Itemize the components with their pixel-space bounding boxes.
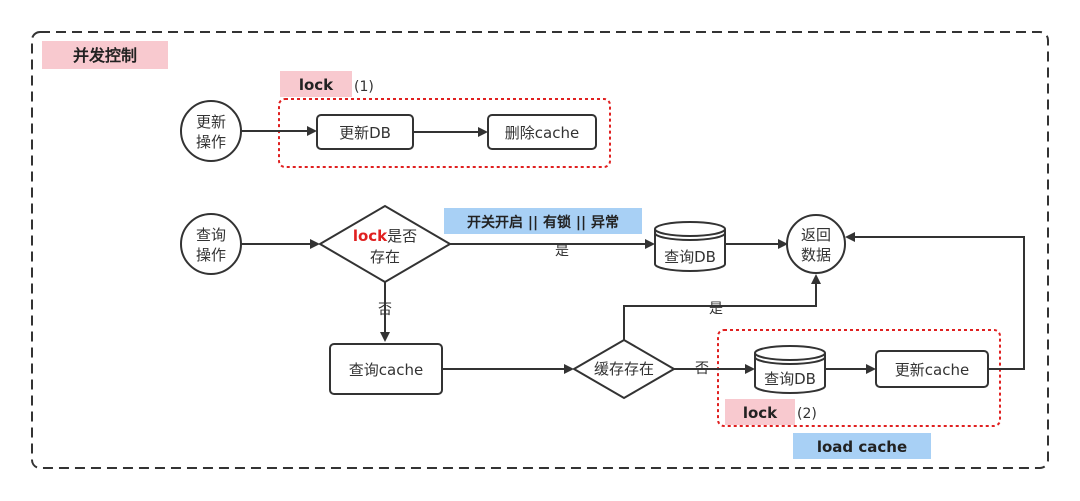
update-db-label: 更新DB bbox=[339, 124, 391, 142]
update-operation-line2: 操作 bbox=[196, 133, 226, 151]
lock1-tag-label: lock bbox=[299, 76, 334, 94]
lock1-region bbox=[278, 98, 611, 168]
diagram-title: 并发控制 bbox=[73, 46, 137, 65]
return-data-line2: 数据 bbox=[801, 246, 831, 264]
lock-exists-rest: 是否 bbox=[387, 227, 417, 245]
load-cache-label: load cache bbox=[817, 438, 907, 456]
query-operation-node bbox=[180, 213, 242, 275]
return-data-line1: 返回 bbox=[801, 226, 831, 244]
delete-cache-box bbox=[487, 114, 597, 150]
cache-exists-label: 缓存存在 bbox=[594, 360, 654, 378]
lock-word: lock bbox=[353, 227, 388, 245]
condition-tag bbox=[444, 208, 642, 234]
condition-label: 开关开启 || 有锁 || 异常 bbox=[467, 214, 619, 231]
delete-cache-label: 删除cache bbox=[505, 124, 579, 142]
lock1-number: (1) bbox=[354, 79, 374, 95]
arrow-cache-yes-to-return bbox=[623, 274, 821, 340]
query-db-label: 查询DB bbox=[664, 248, 716, 266]
query-db-cylinder bbox=[654, 221, 726, 272]
update-operation-line1: 更新 bbox=[196, 113, 226, 131]
query-operation-line2: 操作 bbox=[196, 246, 226, 264]
lock2-region bbox=[717, 329, 1001, 427]
update-cache-label: 更新cache bbox=[895, 361, 969, 379]
cache-yes-label: 是 bbox=[709, 301, 723, 317]
lock-exists-decision-line1: lock是否 bbox=[353, 227, 417, 245]
query-cache-label: 查询cache bbox=[349, 361, 423, 379]
load-cache-tag bbox=[793, 433, 931, 459]
return-data-node bbox=[786, 214, 846, 274]
query-db2-cylinder bbox=[754, 345, 826, 394]
lock2-number: (2) bbox=[797, 406, 817, 422]
query-db2-label: 查询DB bbox=[764, 370, 816, 388]
query-operation-line1: 查询 bbox=[196, 226, 226, 244]
arrow-update-cache-to-return bbox=[845, 232, 1025, 370]
lock2-tag-label: lock bbox=[743, 404, 778, 422]
title-tag bbox=[42, 41, 168, 69]
lock-exists-decision-line2: 存在 bbox=[370, 248, 400, 266]
lock2-tag bbox=[725, 399, 795, 425]
cache-no-label: 否 bbox=[695, 361, 709, 377]
outer-dashed-frame bbox=[31, 31, 1049, 469]
lock1-tag bbox=[280, 71, 352, 97]
update-operation-node bbox=[180, 100, 242, 162]
decision-yes-label: 是 bbox=[555, 243, 569, 259]
decision-no-label: 否 bbox=[378, 302, 392, 318]
